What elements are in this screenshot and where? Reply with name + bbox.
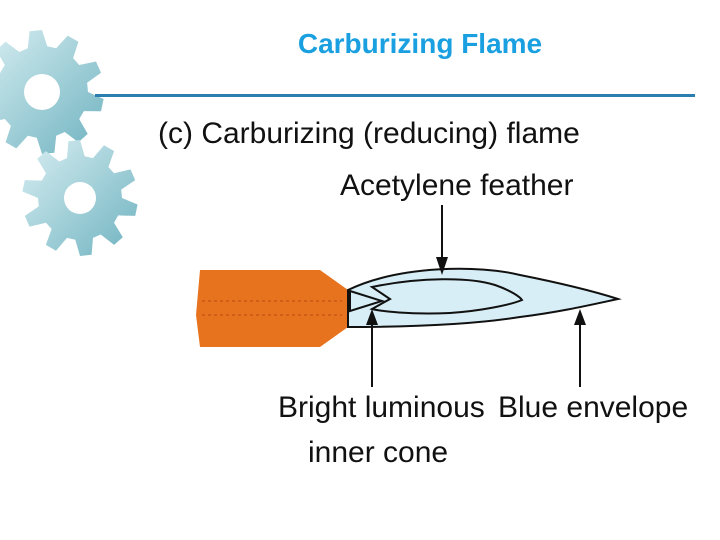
- arrow-blue-envelope: [574, 309, 586, 387]
- slide-title: Carburizing Flame: [297, 28, 543, 59]
- diagram-heading: (c) Carburizing (reducing) flame: [158, 117, 580, 150]
- acetylene-feather-flame: [369, 278, 524, 315]
- arrow-acetylene-feather: [436, 205, 448, 275]
- gear-icon-small: [22, 140, 138, 256]
- label-inner-cone-line2: inner cone: [308, 436, 448, 469]
- inner-cone-flame: [349, 289, 386, 313]
- label-inner-cone-line1: Bright luminous: [278, 391, 485, 424]
- gear-icon-large: [0, 30, 104, 154]
- arrow-inner-cone: [366, 309, 378, 387]
- label-blue-envelope: Blue envelope: [498, 391, 688, 424]
- flame-diagram: (c) Carburizing (reducing) flame Acetyle…: [158, 117, 688, 469]
- torch-nozzle: [196, 270, 348, 347]
- title-divider: [95, 94, 695, 97]
- decorative-gears: [0, 30, 138, 256]
- label-acetylene-feather: Acetylene feather: [340, 169, 573, 202]
